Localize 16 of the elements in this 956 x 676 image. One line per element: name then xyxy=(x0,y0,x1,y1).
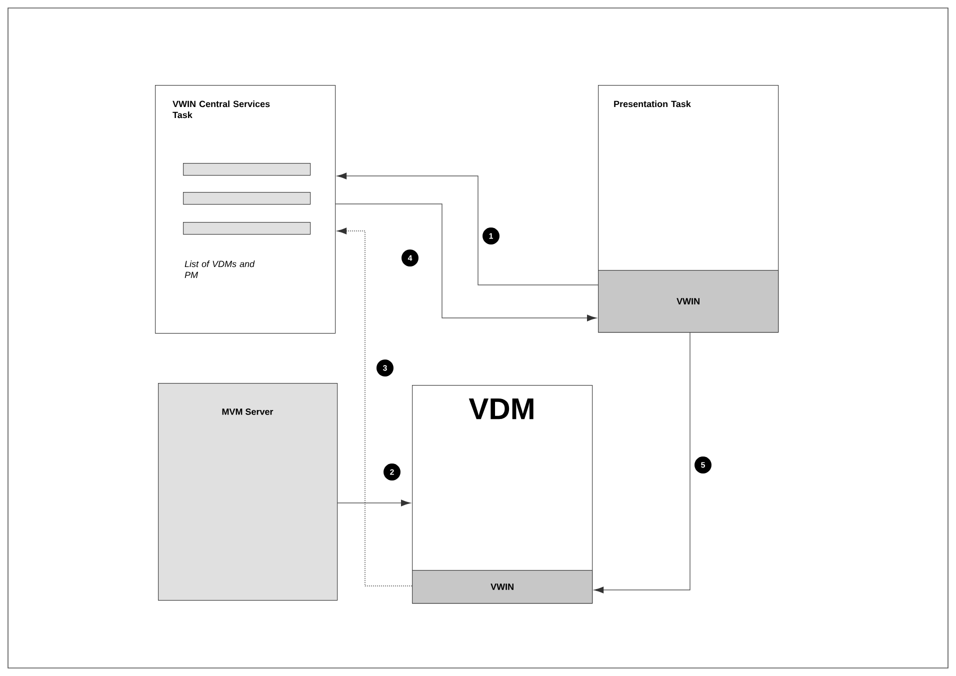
list-entry-bar xyxy=(183,222,311,235)
window-band: VWIN xyxy=(598,270,779,333)
arrow xyxy=(336,172,598,286)
step-number: 4 xyxy=(402,249,418,266)
arrow xyxy=(335,204,597,322)
server-box: MVM Server xyxy=(158,382,338,601)
arrow xyxy=(337,500,411,506)
list-entry-bar xyxy=(183,192,311,205)
arrow xyxy=(336,228,412,586)
arrow xyxy=(594,332,690,594)
step-number: 5 xyxy=(694,456,712,474)
step-number: 1 xyxy=(482,227,500,244)
list-entry-bar xyxy=(183,162,311,176)
window-band: VWIN xyxy=(412,570,593,604)
step-number: 3 xyxy=(376,359,394,376)
step-number: 2 xyxy=(384,463,400,480)
